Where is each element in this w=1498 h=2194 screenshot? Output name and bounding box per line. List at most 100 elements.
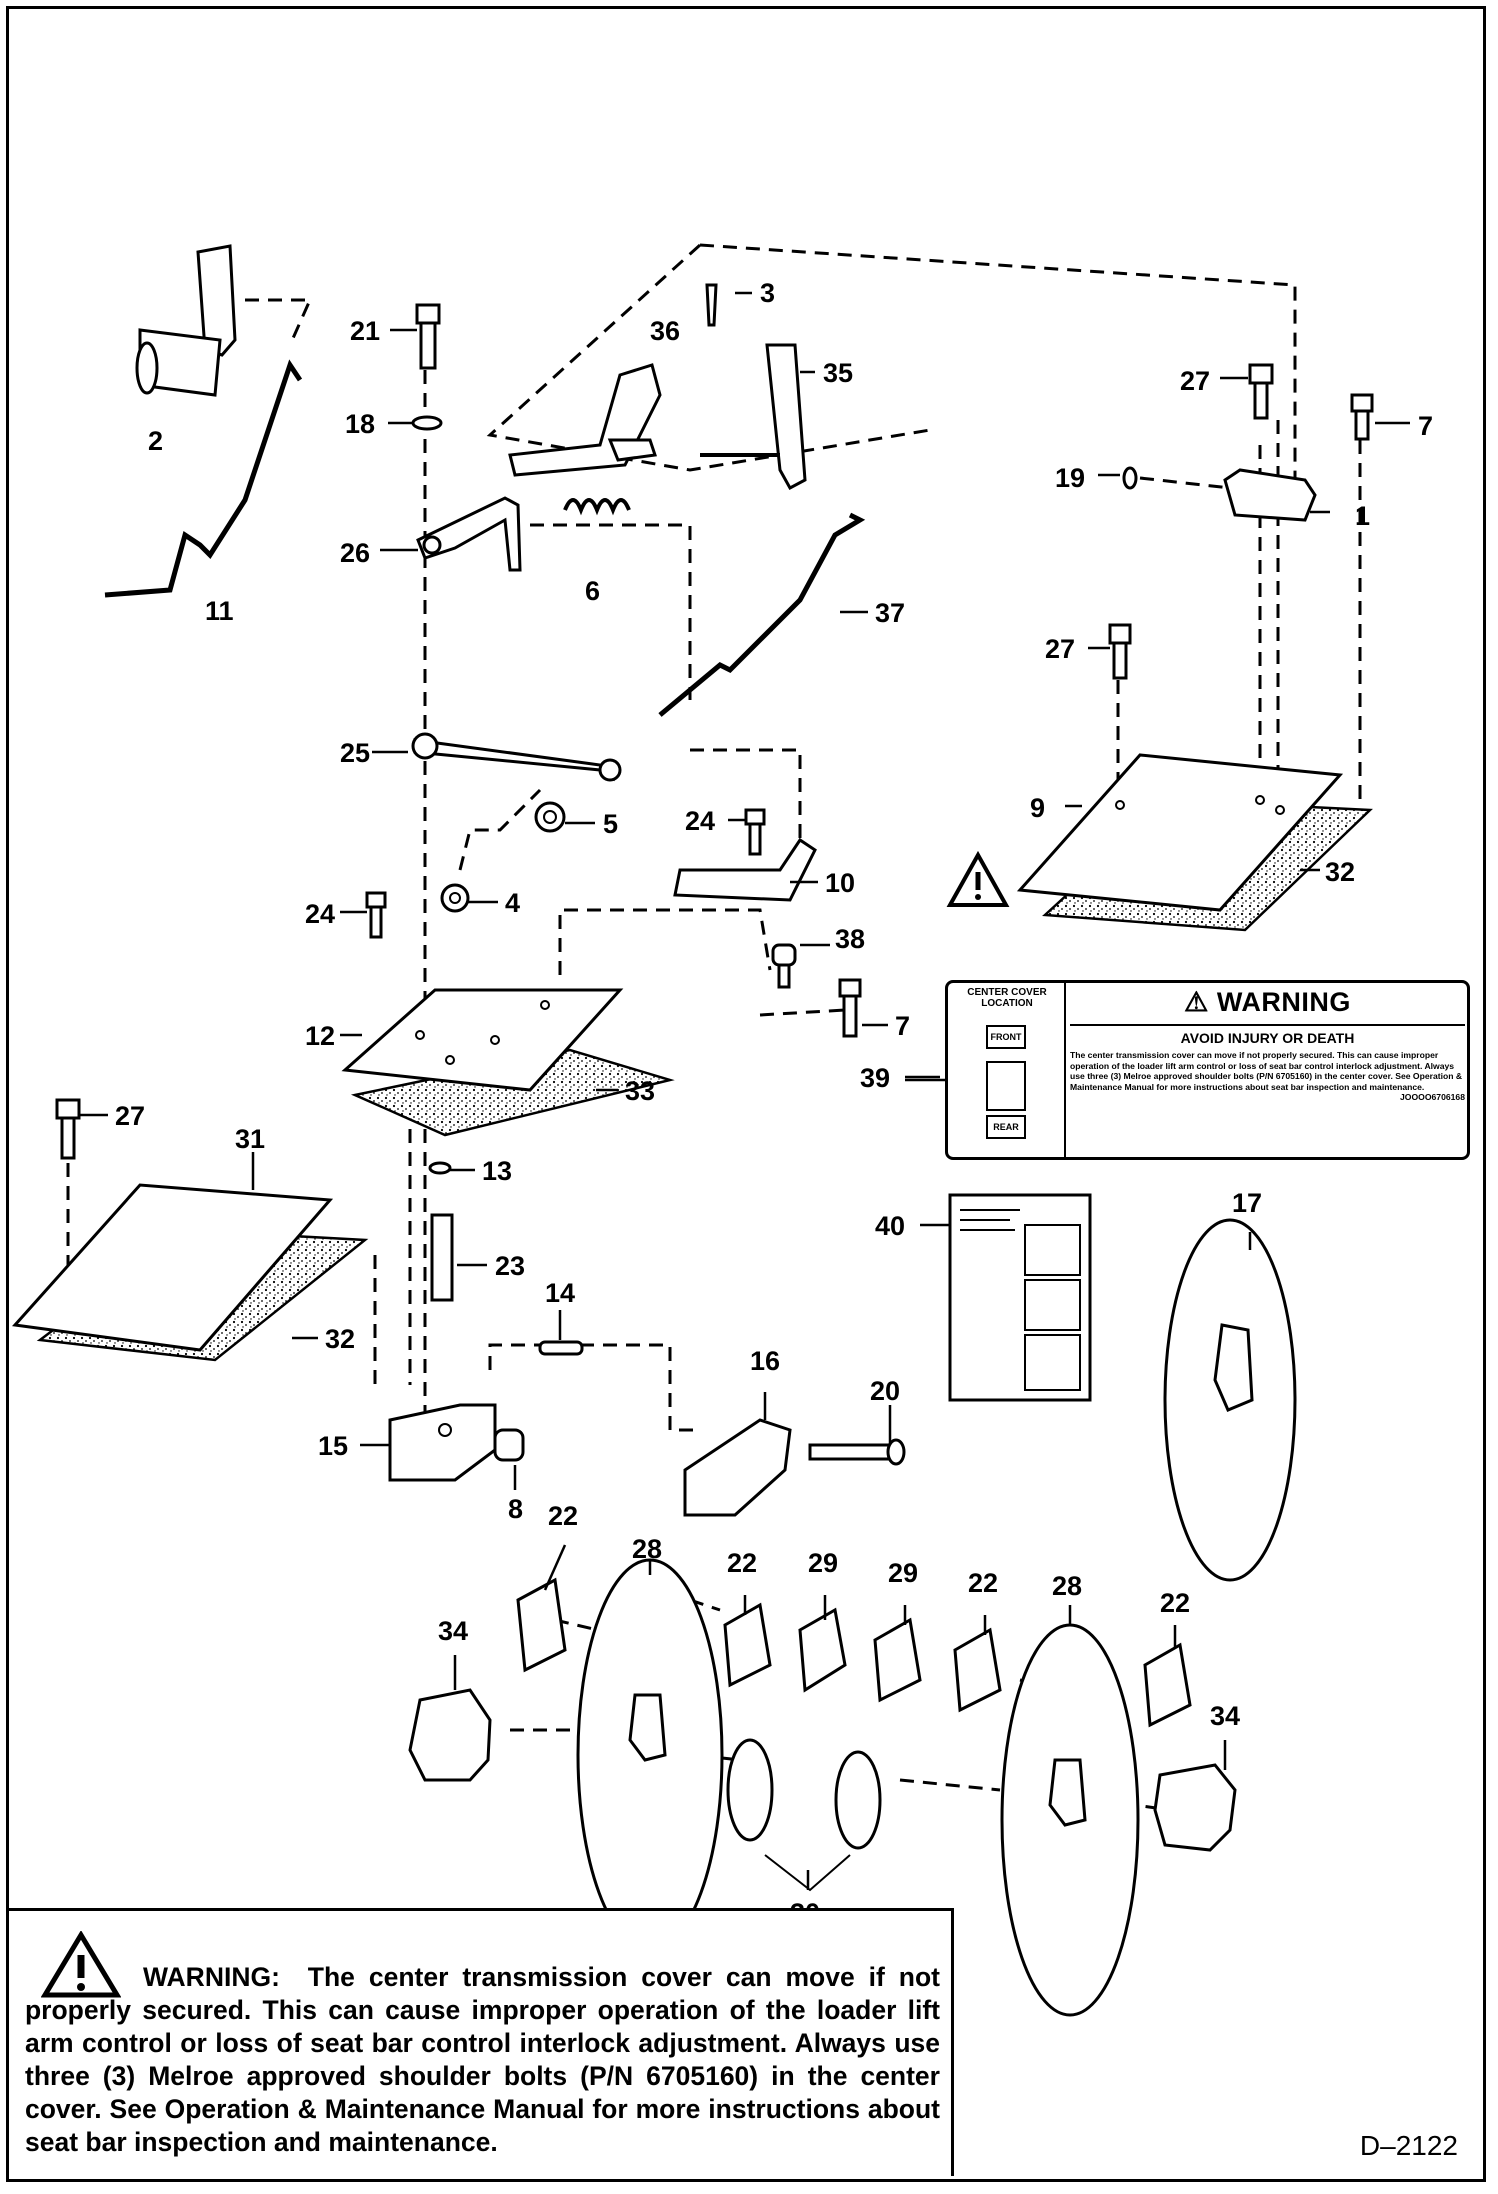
part-12-cover-plate — [341, 988, 675, 1137]
part-23-stud — [430, 1213, 454, 1302]
callout-7-right: 7 — [1418, 411, 1433, 441]
part-10-bracket — [673, 837, 817, 902]
callout-22-c: 22 — [968, 1568, 998, 1598]
part-24-bolt-a — [744, 808, 766, 856]
part-7-bolt-center — [838, 978, 862, 1038]
part-5-nut — [534, 801, 566, 833]
callout-22-d: 22 — [1160, 1588, 1190, 1618]
callout-15: 15 — [318, 1431, 348, 1461]
callout-14: 14 — [545, 1278, 575, 1308]
callout-19: 19 — [1055, 463, 1085, 493]
callout-leaders — [80, 291, 1410, 1890]
part-31-cover-plate — [11, 1183, 369, 1362]
callout-25: 25 — [340, 738, 370, 768]
callout-16: 16 — [750, 1346, 780, 1376]
callout-1: 1 — [1355, 501, 1370, 531]
part-36-pedal — [508, 363, 662, 477]
callout-24-b: 24 — [305, 899, 335, 929]
part-25-link — [411, 732, 622, 782]
callout-6: 6 — [585, 576, 600, 606]
warning-triangle-icon — [41, 1931, 121, 1998]
part-18-washer — [411, 415, 443, 431]
callout-39: 39 — [860, 1063, 890, 1093]
callout-20: 20 — [870, 1376, 900, 1406]
part-11-rod — [104, 359, 303, 598]
decal-heading: ⚠ WARNING — [1184, 987, 1351, 1017]
callout-35: 35 — [823, 358, 853, 388]
callout-24-a: 24 — [685, 806, 715, 836]
part-20-bolt — [808, 1438, 906, 1466]
part-38-bolt — [771, 943, 797, 989]
callout-10: 10 — [825, 868, 855, 898]
callout-17: 17 — [1232, 1188, 1262, 1218]
callout-9: 9 — [1030, 793, 1045, 823]
callout-18: 18 — [345, 409, 375, 439]
warning-box: WARNING: The center transmission cover c… — [9, 1908, 954, 2176]
callout-5: 5 — [603, 809, 618, 839]
callout-29-b: 29 — [888, 1558, 918, 1588]
callout-27-left: 27 — [115, 1101, 145, 1131]
part-9-cover-plate — [1016, 753, 1373, 932]
callout-7-center: 7 — [895, 1011, 910, 1041]
callout-32-right: 32 — [1325, 857, 1355, 887]
page-frame — [6, 6, 1486, 2182]
decal-center-cover-icon — [986, 1061, 1026, 1111]
part-16-block — [683, 1418, 792, 1517]
decal-location-panel: CENTER COVER LOCATION FRONT REAR — [948, 983, 1066, 1157]
part-27-bolt-mid — [1108, 623, 1132, 680]
drawing-number: D–2122 — [1359, 2130, 1458, 2161]
callout-21: 21 — [350, 316, 380, 346]
part-24-bolt-b — [365, 891, 387, 939]
part-35-arm — [700, 343, 807, 491]
callout-3: 3 — [760, 278, 775, 308]
part-15-block — [388, 1403, 497, 1482]
callout-31: 31 — [235, 1124, 265, 1154]
callout-33: 33 — [625, 1076, 655, 1106]
decal-heading-text: WARNING — [1216, 987, 1351, 1017]
callout-2: 2 — [148, 426, 163, 456]
part-19-nut — [1122, 466, 1138, 490]
decal-location-title: CENTER COVER LOCATION — [967, 987, 1047, 1009]
part-27-bolt-top — [1248, 363, 1274, 420]
callout-40: 40 — [875, 1211, 905, 1241]
part-14-pin — [538, 1340, 584, 1356]
warning-label: WARNING: — [143, 1962, 280, 1992]
callout-22-a: 22 — [548, 1501, 578, 1531]
decal-code: JOOOO6706168 — [1400, 1092, 1465, 1102]
shaft-assembly — [408, 1558, 1237, 2017]
callout-13: 13 — [482, 1156, 512, 1186]
callout-34-a: 34 — [438, 1616, 468, 1646]
part-4-nut — [440, 883, 470, 913]
callout-11: 11 — [205, 596, 234, 626]
warning-paragraph: WARNING: The center transmission cover c… — [25, 1961, 940, 2159]
warning-text: The center transmission cover can move i… — [25, 1962, 940, 2157]
part-1-bracket — [1223, 468, 1317, 522]
part-26-lever — [416, 496, 522, 572]
decal-message-panel: ⚠ WARNING AVOID INJURY OR DEATH The cent… — [1070, 987, 1465, 1102]
part-21-bolt — [415, 303, 441, 370]
part-3-pin — [705, 283, 718, 327]
callout-37: 37 — [875, 598, 905, 628]
callout-27-top: 27 — [1180, 366, 1210, 396]
part-40-instruction-sheet — [948, 1193, 1092, 1402]
decal-body: The center transmission cover can move i… — [1070, 1050, 1463, 1092]
callout-12: 12 — [305, 1021, 335, 1051]
callout-34-b: 34 — [1210, 1701, 1240, 1731]
callout-28-a: 28 — [632, 1534, 662, 1564]
decal-rear-label: REAR — [986, 1115, 1026, 1139]
callout-26: 26 — [340, 538, 370, 568]
callout-36: 36 — [650, 316, 680, 346]
part-27-bolt-left — [55, 1098, 81, 1160]
warning-decal: CENTER COVER LOCATION FRONT REAR ⚠ WARNI… — [945, 980, 1470, 1160]
part-7-bolt-right — [1350, 393, 1374, 441]
warning-triangle-icon — [946, 850, 1010, 907]
decal-subheading: AVOID INJURY OR DEATH — [1070, 1024, 1465, 1046]
callout-32-left: 32 — [325, 1324, 355, 1354]
callout-numbers: 2 11 21 18 26 6 3 36 35 27 7 19 1 37 27 … — [115, 278, 1433, 1928]
decal-front-label: FRONT — [986, 1025, 1026, 1049]
callout-38: 38 — [835, 924, 865, 954]
callout-23: 23 — [495, 1251, 525, 1281]
callout-29-a: 29 — [808, 1548, 838, 1578]
part-17-disc — [1163, 1218, 1297, 1582]
